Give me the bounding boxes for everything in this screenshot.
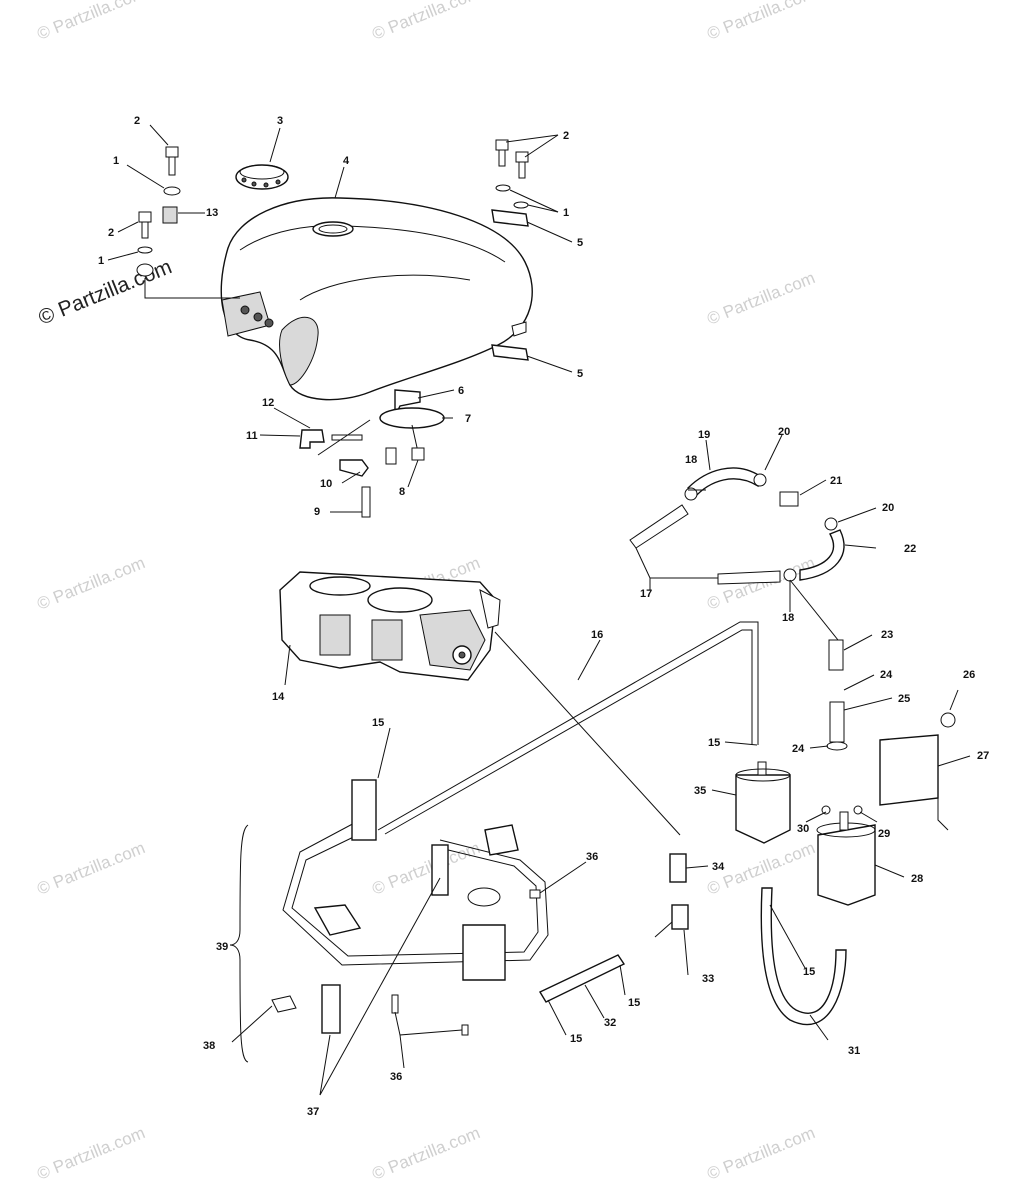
- callout-30: 30: [797, 823, 809, 835]
- pressure-fittings: [654, 853, 689, 938]
- vent-hose-assembly: [629, 467, 845, 585]
- callout-31: 31: [848, 1045, 860, 1057]
- fuel-tank: [220, 197, 533, 401]
- callout-15: 15: [803, 966, 815, 978]
- fuel-line: [377, 621, 759, 835]
- rail-bracket-brace: [229, 824, 249, 1063]
- callout-7: 7: [465, 413, 471, 425]
- callout-2: 2: [108, 227, 114, 239]
- callout-26: 26: [963, 669, 975, 681]
- callout-35: 35: [694, 785, 706, 797]
- return-hose: [760, 887, 847, 1026]
- watermark: © Partzilla.com: [34, 1123, 147, 1184]
- callout-16: 16: [591, 629, 603, 641]
- callout-1: 1: [98, 255, 104, 267]
- watermark: © Partzilla.com: [369, 1123, 482, 1184]
- watermark: © Partzilla.com: [369, 0, 482, 44]
- callout-18: 18: [685, 454, 697, 466]
- callout-15: 15: [570, 1033, 582, 1045]
- watermark: © Partzilla.com: [34, 0, 147, 44]
- watermark: © Partzilla.com: [34, 553, 147, 614]
- callout-1: 1: [113, 155, 119, 167]
- callout-9: 9: [314, 506, 320, 518]
- callout-39: 39: [216, 941, 228, 953]
- callout-29: 29: [878, 828, 890, 840]
- callout-6: 6: [458, 385, 464, 397]
- throttle-body: [279, 571, 501, 681]
- callout-18: 18: [782, 612, 794, 624]
- callout-13: 13: [206, 207, 218, 219]
- watermark: © Partzilla.com: [704, 268, 817, 329]
- callout-21: 21: [830, 475, 842, 487]
- callout-5: 5: [577, 237, 583, 249]
- callout-17: 17: [640, 588, 652, 600]
- watermark: © Partzilla.com: [704, 1123, 817, 1184]
- watermark: © Partzilla.com: [34, 838, 147, 899]
- fuel-pump: [816, 639, 956, 906]
- callout-28: 28: [911, 873, 923, 885]
- fuel-pump-assembly: [299, 389, 445, 518]
- callout-4: 4: [343, 155, 350, 167]
- callout-8: 8: [399, 486, 405, 498]
- right-mounting-hardware: [491, 139, 529, 361]
- callout-38: 38: [203, 1040, 215, 1052]
- callout-15: 15: [708, 737, 720, 749]
- callout-23: 23: [881, 629, 893, 641]
- fuel-tube: [539, 954, 626, 1003]
- copyright-notice: © Partzilla.com: [35, 255, 175, 329]
- callout-3: 3: [277, 115, 283, 127]
- callout-1: 1: [563, 207, 569, 219]
- callout-27: 27: [977, 750, 989, 762]
- callout-34: 34: [712, 861, 725, 873]
- callout-19: 19: [698, 429, 710, 441]
- watermark: © Partzilla.com: [704, 0, 817, 44]
- callout-37: 37: [307, 1106, 319, 1118]
- callout-20: 20: [882, 502, 894, 514]
- fuel-cap: [235, 164, 289, 190]
- watermark: © Partzilla.com: [369, 838, 482, 899]
- callout-36: 36: [586, 851, 598, 863]
- callout-2: 2: [563, 130, 569, 142]
- callout-24: 24: [792, 743, 805, 755]
- callout-15: 15: [628, 997, 640, 1009]
- callout-11: 11: [246, 430, 258, 442]
- fuel-filter: [735, 761, 791, 844]
- callout-2: 2: [134, 115, 140, 127]
- callout-33: 33: [702, 973, 714, 985]
- callout-25: 25: [898, 693, 910, 705]
- callout-22: 22: [904, 543, 916, 555]
- callout-labels: 2 3 2 1 4 13 1 2 5 1 5 6 12 7 11 19 20 1…: [98, 115, 989, 1118]
- callout-24: 24: [880, 669, 893, 681]
- leader-lines: [107, 124, 971, 1096]
- callout-12: 12: [262, 397, 274, 409]
- callout-20: 20: [778, 426, 790, 438]
- callout-32: 32: [604, 1017, 616, 1029]
- callout-36: 36: [390, 1071, 402, 1083]
- callout-14: 14: [272, 691, 285, 703]
- left-mounting-hardware: [136, 146, 181, 277]
- callout-5: 5: [577, 368, 583, 380]
- callout-10: 10: [320, 478, 332, 490]
- callout-15: 15: [372, 717, 384, 729]
- fuel-rail-assembly: [271, 779, 549, 1036]
